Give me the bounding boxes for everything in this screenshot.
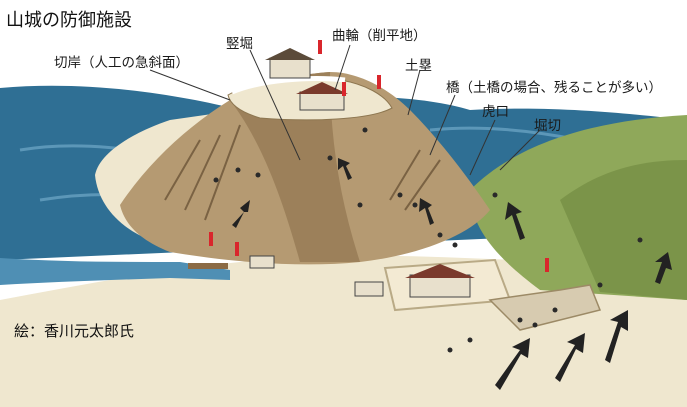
label-dorui: 土塁 <box>405 58 432 74</box>
soldiers <box>213 127 643 353</box>
attack-arrows <box>232 158 672 390</box>
label-koguchi: 虎口 <box>482 104 509 120</box>
summit-buildings <box>265 48 348 111</box>
label-kirigishi: 切岸（人工の急斜面） <box>54 55 189 71</box>
label-hashi: 橋（土橋の場合、残ることが多い） <box>446 80 662 96</box>
flags <box>209 40 549 272</box>
diagram-title: 山城の防御施設 <box>6 10 132 31</box>
lowland <box>0 255 687 407</box>
label-tatebori: 竪堀 <box>226 36 253 52</box>
label-horikiri: 堀切 <box>534 118 561 134</box>
outer-wall <box>488 284 602 331</box>
right-hill-shade <box>560 160 687 300</box>
illustration-credit: 絵：香川元太郎氏 <box>14 322 135 340</box>
label-kuruwa: 曲輪（削平地） <box>332 28 427 44</box>
bridge <box>188 263 228 269</box>
left-river <box>0 258 230 285</box>
leader-lines <box>149 44 541 176</box>
earthwork-wall <box>231 76 346 95</box>
lower-buildings <box>249 255 475 298</box>
tatebori-grooves <box>164 124 441 221</box>
